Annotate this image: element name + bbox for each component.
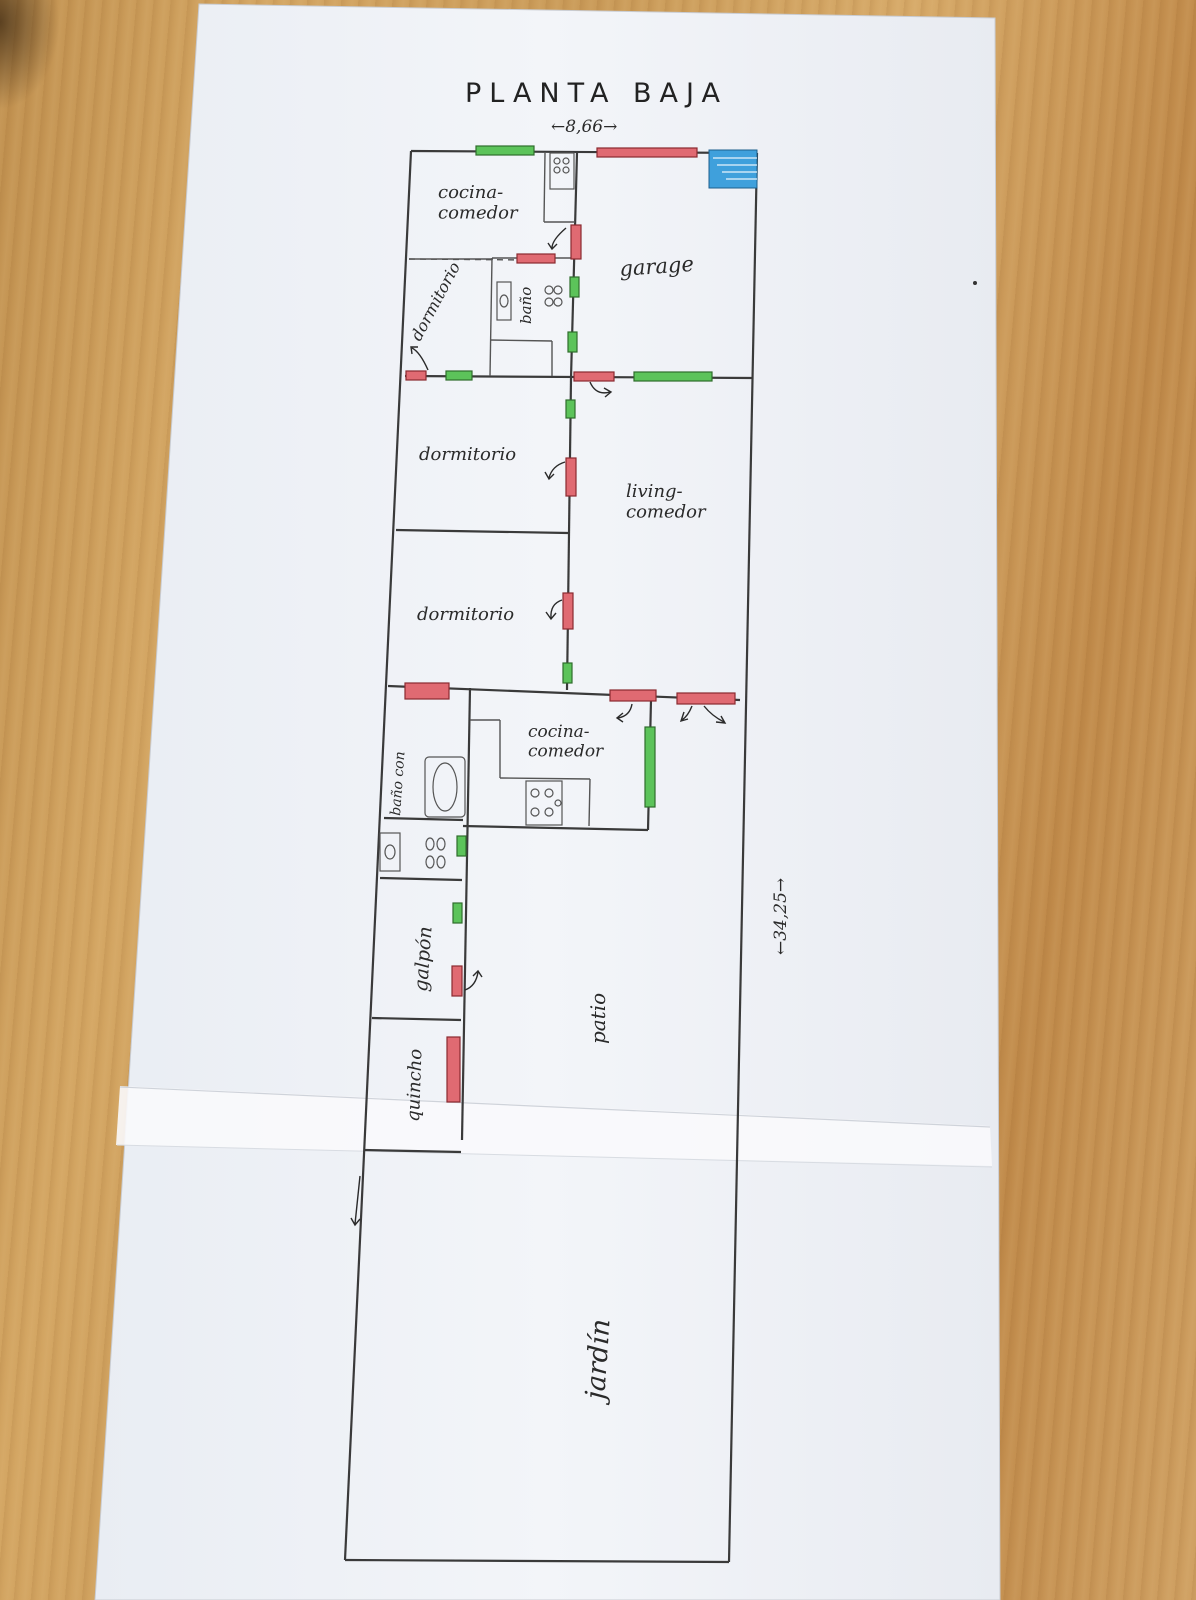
windows: [445, 145, 713, 924]
paper-fold: [116, 1086, 992, 1166]
room-label-galpon: galpón: [410, 926, 437, 993]
fixtures: [379, 152, 575, 872]
outer-walls: [343, 149, 759, 1564]
room-label-garage: garage: [619, 252, 695, 281]
paper: [94, 3, 1001, 1600]
doors: [404, 147, 736, 1103]
stairs-icon: [708, 149, 758, 189]
plan-title: PLANTA BAJA: [465, 78, 723, 109]
room-label-dormitorio-1: dormitorio: [419, 444, 516, 465]
room-label-bano-top: baño: [517, 287, 535, 324]
room-label-bano-hidromasaje: baño con: [388, 751, 408, 816]
shadow: [0, 0, 60, 110]
room-label-cocina-comedor-bottom: cocina-comedor: [528, 722, 604, 762]
room-label-quincho: quincho: [403, 1048, 427, 1122]
room-label-cocina-comedor-top: cocina-comedor: [438, 182, 519, 224]
room-label-living-comedor: living-comedor: [626, 481, 707, 523]
room-label-jardin: jardín: [580, 1318, 617, 1406]
door-swing-arrows: [350, 227, 727, 1227]
length-dimension: ←34,25→: [771, 878, 791, 955]
room-label-dormitorio-2: dormitorio: [417, 604, 514, 625]
width-dimension: ←8,66→: [551, 117, 617, 137]
room-label-patio: patio: [586, 993, 610, 1044]
